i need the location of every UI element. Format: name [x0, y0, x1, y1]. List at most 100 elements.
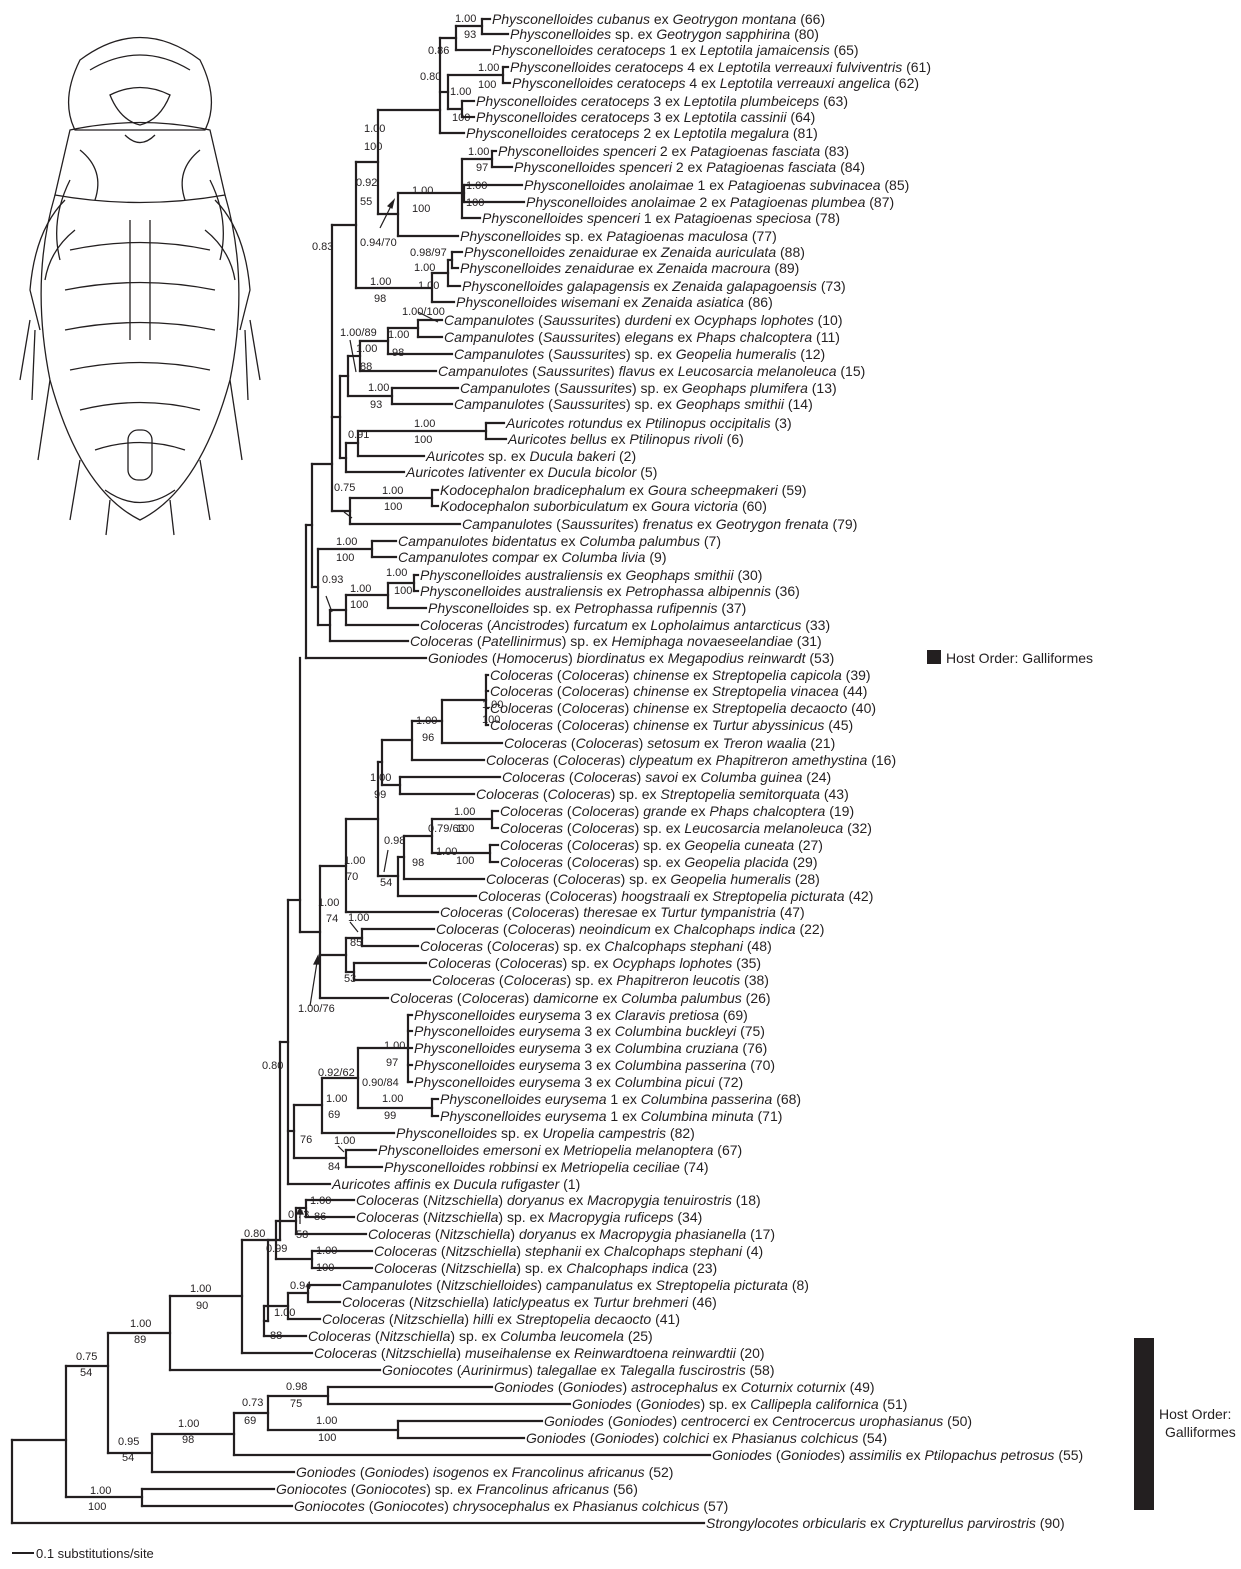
support-value: 0.73: [288, 1209, 309, 1221]
leaf-label: Auricotes bellus ex Ptilinopus rivoli (6…: [507, 431, 744, 447]
support-value: 1.00: [316, 1415, 337, 1427]
support-value: 69: [244, 1415, 256, 1427]
louse-illustration: [19, 36, 261, 536]
support-value: 90: [196, 1300, 208, 1312]
support-value: 1.00: [190, 1283, 211, 1295]
leaf-label: Coloceras (Nitzschiella) sp. ex Chalcoph…: [374, 1260, 717, 1276]
leaf-labels: Physconelloides cubanus ex Geotrygon mon…: [276, 11, 1083, 1531]
support-value: 1.00: [370, 772, 391, 784]
leaf-label: Strongylocotes orbicularis ex Crypturell…: [706, 1515, 1065, 1531]
leaf-label: Physconelloides ceratoceps 4 ex Leptotil…: [512, 75, 919, 91]
leaf-label: Coloceras (Nitzschiella) doryanus ex Mac…: [368, 1226, 775, 1242]
support-value: 1.00: [454, 806, 475, 818]
support-value: 89: [134, 1334, 146, 1346]
support-value: 70: [346, 871, 358, 883]
leaf-label: Auricotes sp. ex Ducula bakeri (2): [425, 448, 636, 464]
support-value: 0.91: [348, 429, 369, 441]
leaf-label: Physconelloides robbinsi ex Metriopelia …: [384, 1159, 709, 1175]
support-value: 100: [364, 141, 382, 153]
support-value: 1.00: [348, 912, 369, 924]
support-value: 100: [478, 79, 496, 91]
support-value: 1.00: [382, 1093, 403, 1105]
support-value: 1.00: [316, 1245, 337, 1257]
support-value: 88: [360, 361, 372, 373]
support-value: 0.80: [262, 1060, 283, 1072]
leaf-label: Physconelloides eurysema 3 ex Columbina …: [414, 1040, 767, 1056]
tree-branches: [10, 17, 712, 1525]
leaf-label: Coloceras (Coloceras) sp. ex Ocyphaps lo…: [428, 955, 761, 971]
leaf-label: Coloceras (Coloceras) theresae ex Turtur…: [440, 904, 805, 920]
support-value: 100: [456, 823, 474, 835]
support-value: 1.00: [478, 62, 499, 74]
leaf-label: Physconelloides eurysema 1 ex Columbina …: [440, 1108, 782, 1124]
leaf-label: Goniodes (Goniodes) isogenos ex Francoli…: [296, 1464, 673, 1480]
leaf-label: Physconelloides spenceri 2 ex Patagioena…: [498, 143, 849, 159]
leaf-label: Goniodes (Goniodes) sp. ex Callipepla ca…: [572, 1396, 907, 1412]
leaf-label: Campanulotes (Saussurites) sp. ex Geopha…: [454, 396, 813, 412]
support-value: 1.00: [326, 1093, 347, 1105]
leaf-label: Physconelloides sp. ex Geotrygon sapphir…: [510, 26, 819, 42]
support-value: 54: [122, 1452, 134, 1464]
support-value: 1.00: [336, 536, 357, 548]
pointer-arrows: [296, 198, 439, 1224]
support-value: 0.73: [242, 1397, 263, 1409]
leaf-label: Kodocephalon suborbiculatum ex Goura vic…: [440, 498, 767, 514]
leaf-label: Coloceras (Coloceras) damicorne ex Colum…: [390, 990, 771, 1006]
support-value: 1.00: [350, 583, 371, 595]
leaf-label: Coloceras (Nitzschiella) doryanus ex Mac…: [356, 1192, 761, 1208]
leaf-label: Physconelloides ceratoceps 3 ex Leptotil…: [476, 93, 848, 109]
leaf-label: Coloceras (Coloceras) savoi ex Columba g…: [502, 769, 831, 785]
leaf-label: Physconelloides zenaidurae ex Zenaida au…: [464, 244, 805, 260]
support-value: 100: [482, 714, 500, 726]
support-value: 0.94: [290, 1280, 311, 1292]
leaf-label: Coloceras (Patellinirmus) sp. ex Hemipha…: [410, 633, 822, 649]
support-value: 0.83: [312, 241, 333, 253]
leaf-label: Goniodes (Goniodes) assimilis ex Ptilopa…: [712, 1447, 1083, 1463]
support-value: 100: [384, 501, 402, 513]
support-value: 0.75: [76, 1351, 97, 1363]
leaf-label: Coloceras (Coloceras) sp. ex Geopelia cu…: [500, 837, 823, 853]
support-value: 100: [350, 599, 368, 611]
support-value: 98: [392, 347, 404, 359]
leaf-label: Kodocephalon bradicephalum ex Goura sche…: [440, 482, 807, 498]
leaf-label: Coloceras (Nitzschiella) stephanii ex Ch…: [374, 1243, 763, 1259]
leaf-label: Campanulotes (Saussurites) flavus ex Leu…: [438, 363, 865, 379]
support-value: 1.00: [418, 280, 439, 292]
support-value: 97: [476, 162, 488, 174]
support-value: 99: [374, 789, 386, 801]
support-value: 0.90/84: [362, 1077, 399, 1089]
support-value: 88: [270, 1330, 282, 1342]
leaf-label: Physconelloides emersoni ex Metriopelia …: [378, 1142, 742, 1158]
leaf-label: Physconelloides spenceri 1 ex Patagioena…: [482, 210, 840, 226]
support-value: 0.92/62: [318, 1067, 355, 1079]
support-value: 1.00: [382, 485, 403, 497]
leaf-label: Physconelloides eurysema 3 ex Claravis p…: [414, 1007, 748, 1023]
leaf-label: Physconelloides galapagensis ex Zenaida …: [462, 278, 846, 294]
support-value: 1.00: [450, 86, 471, 98]
support-value: 0.98: [384, 835, 405, 847]
support-value: 85: [350, 937, 362, 949]
support-value: 0.93: [322, 574, 343, 586]
support-value: 53: [344, 973, 356, 985]
host-order-bar: [1134, 1338, 1154, 1510]
support-value: 86: [314, 1211, 326, 1223]
support-value: 1.00: [436, 846, 457, 858]
leaf-label: Physconelloides spenceri 2 ex Patagioena…: [514, 159, 865, 175]
support-value: 93: [464, 29, 476, 41]
support-value: 100: [414, 434, 432, 446]
support-value: 55: [360, 196, 372, 208]
leaf-label: Coloceras (Coloceras) sp. ex Leucosarcia…: [500, 820, 872, 836]
support-value: 1.00: [455, 13, 476, 25]
leaf-label: Physconelloides eurysema 1 ex Columbina …: [440, 1091, 801, 1107]
leaf-label: Goniocotes (Goniocotes) sp. ex Francolin…: [276, 1481, 638, 1497]
support-value: 99: [384, 1110, 396, 1122]
leaf-label: Coloceras (Nitzschiella) sp. ex Macropyg…: [356, 1209, 702, 1225]
leaf-label: Campanulotes compar ex Columba livia (9): [398, 549, 666, 565]
support-value: 1.00/89: [340, 327, 377, 339]
support-value: 1.00: [334, 1135, 355, 1147]
leaf-label: Coloceras (Coloceras) chinense ex Strept…: [490, 700, 876, 716]
leaf-label: Campanulotes (Saussurites) frenatus ex G…: [462, 516, 857, 532]
leaf-label: Coloceras (Nitzschiella) hilli ex Strept…: [322, 1311, 680, 1327]
support-labels: 1.00930.861.001000.801.001001.001000.925…: [76, 13, 503, 1513]
support-value: 69: [328, 1109, 340, 1121]
